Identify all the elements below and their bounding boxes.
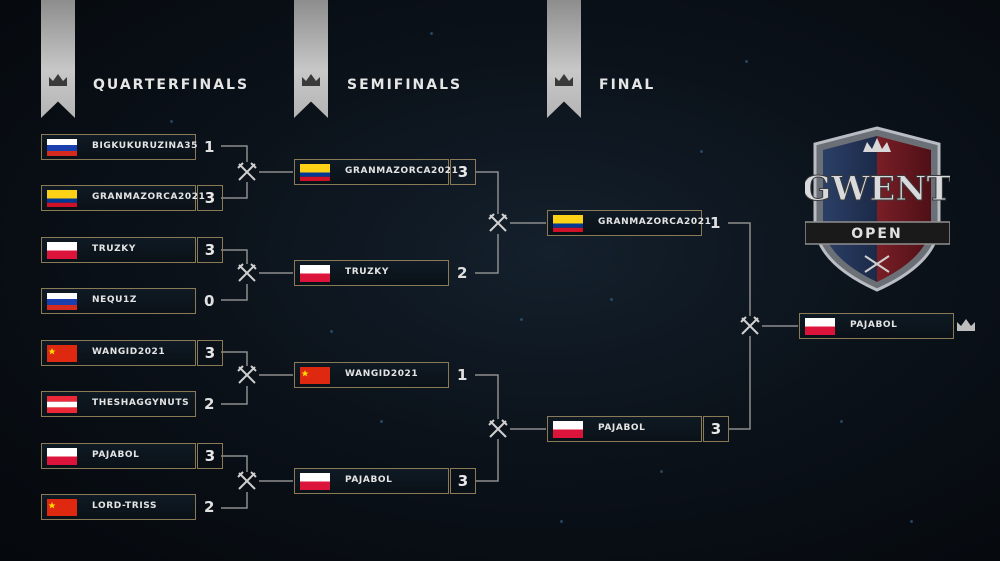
player-score: 3: [450, 159, 476, 185]
flag-ru-icon: [47, 139, 77, 156]
flag-pl-icon: [553, 421, 583, 438]
player-slot: WANGID2021 1: [294, 362, 467, 388]
player-name: PAJABOL: [598, 423, 646, 433]
player-slot: BIGKUKURUZINA35 1: [41, 134, 214, 160]
crown-icon: [863, 138, 891, 152]
player-score: 3: [197, 237, 223, 263]
banner-final: [547, 0, 581, 118]
banner-semifinals: [294, 0, 328, 118]
player-slot: THESHAGGYNUTS 2: [41, 391, 214, 417]
player-score: 0: [204, 292, 215, 310]
flag-pl-icon: [300, 473, 330, 490]
player-score: 3: [703, 416, 729, 442]
champion-slot: PAJABOL: [799, 313, 954, 339]
flag-co-icon: [553, 215, 583, 232]
flag-cn-icon: [47, 345, 77, 362]
player-slot: WANGID2021 3: [41, 340, 223, 366]
player-name: WANGID2021: [345, 369, 419, 379]
flag-cn-icon: [47, 499, 77, 516]
player-score: 1: [457, 366, 468, 384]
flag-pl-icon: [805, 318, 835, 335]
player-name: LORD-TRISS: [92, 501, 158, 511]
player-score: 3: [197, 185, 223, 211]
player-name: TRUZKY: [345, 267, 389, 277]
round-title-final: FINAL: [599, 77, 656, 93]
player-score: 2: [204, 395, 215, 413]
player-score: 2: [457, 264, 468, 282]
crown-icon: [49, 74, 67, 86]
flag-pl-icon: [300, 265, 330, 282]
player-name: GRANMAZORCA2021: [92, 192, 206, 202]
player-score: 3: [197, 340, 223, 366]
player-slot: PAJABOL 3: [294, 468, 476, 494]
logo-title: GWENT: [805, 169, 950, 209]
player-score: 1: [204, 138, 215, 156]
flag-ru-icon: [47, 293, 77, 310]
player-name: THESHAGGYNUTS: [92, 398, 190, 408]
player-score: 3: [450, 468, 476, 494]
player-slot: PAJABOL 3: [41, 443, 223, 469]
crown-icon: [302, 74, 320, 86]
player-score: 2: [204, 498, 215, 516]
crossed-swords-icon: [864, 255, 890, 273]
champion-name: PAJABOL: [850, 320, 898, 330]
player-score: 3: [197, 443, 223, 469]
player-slot: PAJABOL 3: [547, 416, 729, 442]
player-name: WANGID2021: [92, 347, 166, 357]
round-title-quarterfinals: QUARTERFINALS: [93, 77, 250, 93]
player-slot: LORD-TRISS 2: [41, 494, 214, 520]
banner-quarterfinals: [41, 0, 75, 118]
player-name: BIGKUKURUZINA35: [92, 141, 198, 151]
gwent-open-logo: GWENT OPEN: [805, 126, 950, 292]
player-name: GRANMAZORCA2021: [345, 166, 459, 176]
flag-co-icon: [47, 190, 77, 207]
flag-pl-icon: [47, 448, 77, 465]
player-slot: TRUZKY 3: [41, 237, 223, 263]
player-name: TRUZKY: [92, 244, 136, 254]
player-name: PAJABOL: [345, 475, 393, 485]
crown-icon: [555, 74, 573, 86]
player-name: PAJABOL: [92, 450, 140, 460]
player-score: 1: [710, 214, 721, 232]
crossed-swords-icon: [237, 162, 760, 490]
round-title-semifinals: SEMIFINALS: [347, 77, 463, 93]
flag-co-icon: [300, 164, 330, 181]
player-name: GRANMAZORCA2021: [598, 217, 712, 227]
logo-subtitle: OPEN: [851, 226, 902, 242]
champion-crown-icon: [957, 319, 975, 331]
flag-pl-icon: [47, 242, 77, 259]
flag-at-icon: [47, 396, 77, 413]
flag-cn-icon: [300, 367, 330, 384]
player-slot: TRUZKY 2: [294, 260, 467, 286]
player-name: NEQU1Z: [92, 295, 138, 305]
player-slot: NEQU1Z 0: [41, 288, 214, 314]
